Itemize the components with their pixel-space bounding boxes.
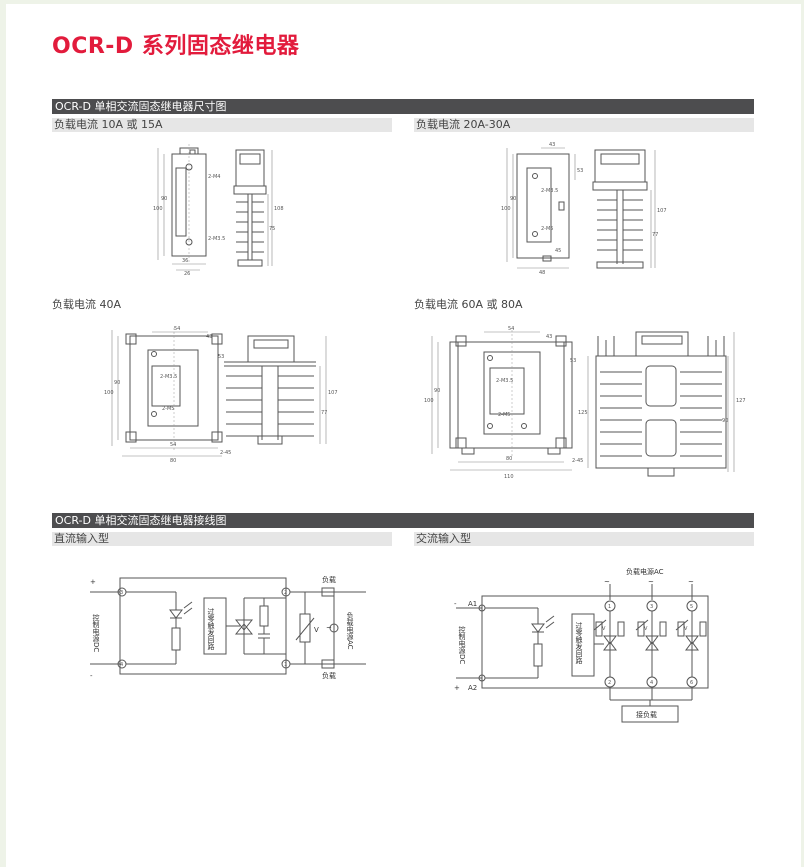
svg-text:90: 90 [114,380,120,386]
svg-text:负载电源AC: 负载电源AC [346,611,354,650]
svg-text:控制电源DC: 控制电源DC [458,625,466,664]
svg-text:2-45: 2-45 [220,450,231,456]
svg-text:77: 77 [321,410,327,416]
svg-text:43: 43 [546,334,552,340]
svg-text:V: V [602,626,606,632]
svg-text:2-45: 2-45 [572,458,583,464]
drawing-20a: 43 53 2-M3.5 2-M5 45 100 90 48 107 77 [501,142,667,276]
wiring-section-header: OCR-D 单相交流固态继电器接线图 [52,513,754,528]
svg-text:90: 90 [161,196,167,202]
panel-60a-label: 负载电流 60A 或 80A [414,298,523,311]
svg-text:2-M3.5: 2-M3.5 [496,378,513,384]
svg-text:43: 43 [549,142,555,148]
svg-text:90: 90 [510,196,516,202]
svg-text:+: + [90,578,96,586]
svg-text:-: - [454,600,457,608]
svg-text:53: 53 [570,358,576,364]
svg-text:3: 3 [650,604,653,610]
svg-text:127: 127 [736,398,746,404]
svg-text:4: 4 [650,680,653,686]
svg-text:4: 4 [120,662,123,668]
svg-text:5: 5 [690,604,693,610]
svg-text:108: 108 [274,206,284,212]
svg-text:90: 90 [722,418,728,424]
svg-text:100: 100 [424,398,434,404]
svg-text:2-M3.5: 2-M3.5 [160,374,177,380]
svg-text:107: 107 [657,208,667,214]
svg-text:26: 26 [184,271,190,277]
ac-wiring-diagram: 负载电源AC ~ ~ ~ - A1 + A2 控制电源DC 过零触发回路 1 3… [454,567,709,723]
svg-text:125: 125 [578,410,588,416]
drawing-40a: 54 43 53 2-M3.5 2-M5 54 80 2-45 100 90 1… [104,326,338,464]
svg-text:过零触发回路: 过零触发回路 [207,607,215,651]
svg-text:V: V [644,626,648,632]
svg-text:90: 90 [434,388,440,394]
svg-text:2-M4: 2-M4 [208,174,220,180]
svg-text:53: 53 [577,168,583,174]
svg-text:负载: 负载 [322,575,336,584]
drawing-10a: 2-M4 2-M3.5 36 26 100 90 108 75 [153,144,284,277]
svg-text:V: V [684,626,688,632]
svg-text:48: 48 [539,270,545,276]
svg-text:3: 3 [120,590,123,596]
svg-text:110: 110 [504,474,514,480]
svg-text:接负载: 接负载 [636,710,657,719]
svg-text:6: 6 [690,680,693,686]
svg-text:~: ~ [688,578,694,586]
svg-text:54: 54 [508,326,514,332]
svg-text:54: 54 [174,326,180,332]
panel-40a-label: 负载电流 40A [52,298,122,311]
svg-text:45: 45 [555,248,561,254]
panel-10a-label: 负载电流 10A 或 15A [52,118,392,132]
svg-text:A2: A2 [468,684,477,692]
svg-text:2-M5: 2-M5 [162,406,174,412]
svg-text:107: 107 [328,390,338,396]
svg-text:过零触发回路: 过零触发回路 [575,621,583,665]
svg-text:负载电源AC: 负载电源AC [626,567,664,576]
svg-text:控制电源DC: 控制电源DC [92,613,100,652]
svg-text:~: ~ [326,624,332,632]
svg-text:-: - [90,672,93,680]
svg-text:~: ~ [648,578,654,586]
svg-text:负载: 负载 [322,671,336,680]
svg-text:2-M3.5: 2-M3.5 [541,188,558,194]
svg-text:2-M5: 2-M5 [541,226,553,232]
panel-20a-label: 负载电流 20A-30A [414,118,754,132]
page-title: OCR-D 系列固态继电器 [52,34,300,59]
svg-text:2-M3.5: 2-M3.5 [208,236,225,242]
dc-input-label: 直流输入型 [52,532,392,546]
svg-text:V: V [314,626,319,634]
ac-input-label: 交流输入型 [414,532,754,546]
dimensions-section-header: OCR-D 单相交流固态继电器尺寸图 [52,99,754,114]
svg-text:53: 53 [218,354,224,360]
svg-text:A1: A1 [468,600,477,608]
svg-text:1: 1 [284,662,287,668]
svg-text:75: 75 [269,226,275,232]
svg-text:36: 36 [182,258,188,264]
svg-text:100: 100 [501,206,511,212]
svg-text:2: 2 [284,590,287,596]
svg-text:100: 100 [153,206,163,212]
svg-text:80: 80 [170,458,176,464]
svg-text:1: 1 [608,604,611,610]
svg-text:77: 77 [652,232,658,238]
svg-text:100: 100 [104,390,114,396]
svg-text:~: ~ [604,578,610,586]
svg-text:+: + [454,684,460,692]
svg-text:54: 54 [170,442,176,448]
svg-text:2-M5: 2-M5 [498,412,510,418]
svg-text:80: 80 [506,456,512,462]
dc-wiring-diagram: 3 4 + - 控制电源DC 过零触发回路 2 1 V 负载 负载 ~ 负载电源… [90,575,366,680]
svg-text:2: 2 [608,680,611,686]
drawing-60a: 54 43 53 2-M3.5 2-M5 80 110 2-45 100 90 … [424,326,746,480]
svg-text:43: 43 [206,334,212,340]
